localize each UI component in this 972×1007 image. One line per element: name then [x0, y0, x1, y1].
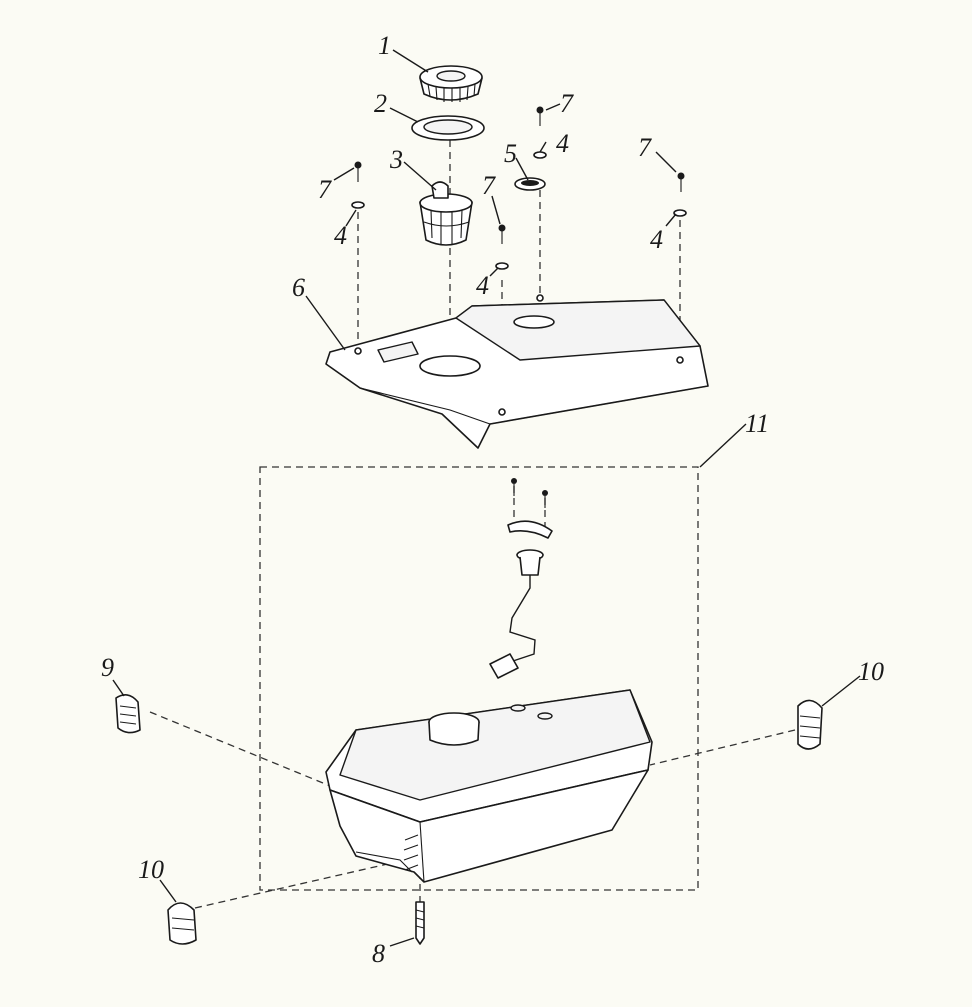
callout-4-top: 4: [556, 129, 569, 158]
callout-10-right: 10: [858, 657, 884, 686]
callout-3: 3: [389, 145, 403, 174]
callout-11: 11: [745, 409, 769, 438]
callout-4-center: 4: [476, 271, 489, 300]
rubber-mount-part: [115, 694, 141, 734]
mounting-bolt-part: [415, 901, 425, 945]
callout-5: 5: [504, 139, 517, 168]
tank-cover-part: [325, 294, 709, 449]
rubber-mount-right-part: [797, 699, 823, 750]
callout-labels: 1 2 3 7 4 5 7 4 7 4 7 4 6 11 9 10 10 8: [101, 31, 884, 968]
callout-8: 8: [372, 939, 385, 968]
callout-4-right: 4: [650, 225, 663, 254]
callout-4-left: 4: [334, 221, 347, 250]
fuel-tank-assembly-boundary: [259, 466, 699, 891]
callout-1: 1: [378, 31, 391, 60]
callout-10-left: 10: [138, 855, 164, 884]
callout-9: 9: [101, 653, 114, 682]
fuel-tank-part: [325, 689, 653, 883]
callout-2: 2: [374, 89, 387, 118]
leader-lines: [112, 49, 861, 947]
fuel-cap-part: [419, 65, 483, 102]
callout-7-right: 7: [638, 133, 652, 162]
callout-7-top: 7: [560, 89, 574, 118]
callout-7-left: 7: [318, 175, 332, 204]
callout-7-center: 7: [482, 171, 496, 200]
rubber-mount-left-part: [167, 902, 197, 945]
fuel-gauge-part: [489, 478, 553, 679]
cap-gasket-part: [411, 115, 485, 141]
fuel-strainer-part: [419, 181, 473, 246]
vent-grommet-part: [514, 177, 546, 191]
callout-6: 6: [292, 273, 305, 302]
